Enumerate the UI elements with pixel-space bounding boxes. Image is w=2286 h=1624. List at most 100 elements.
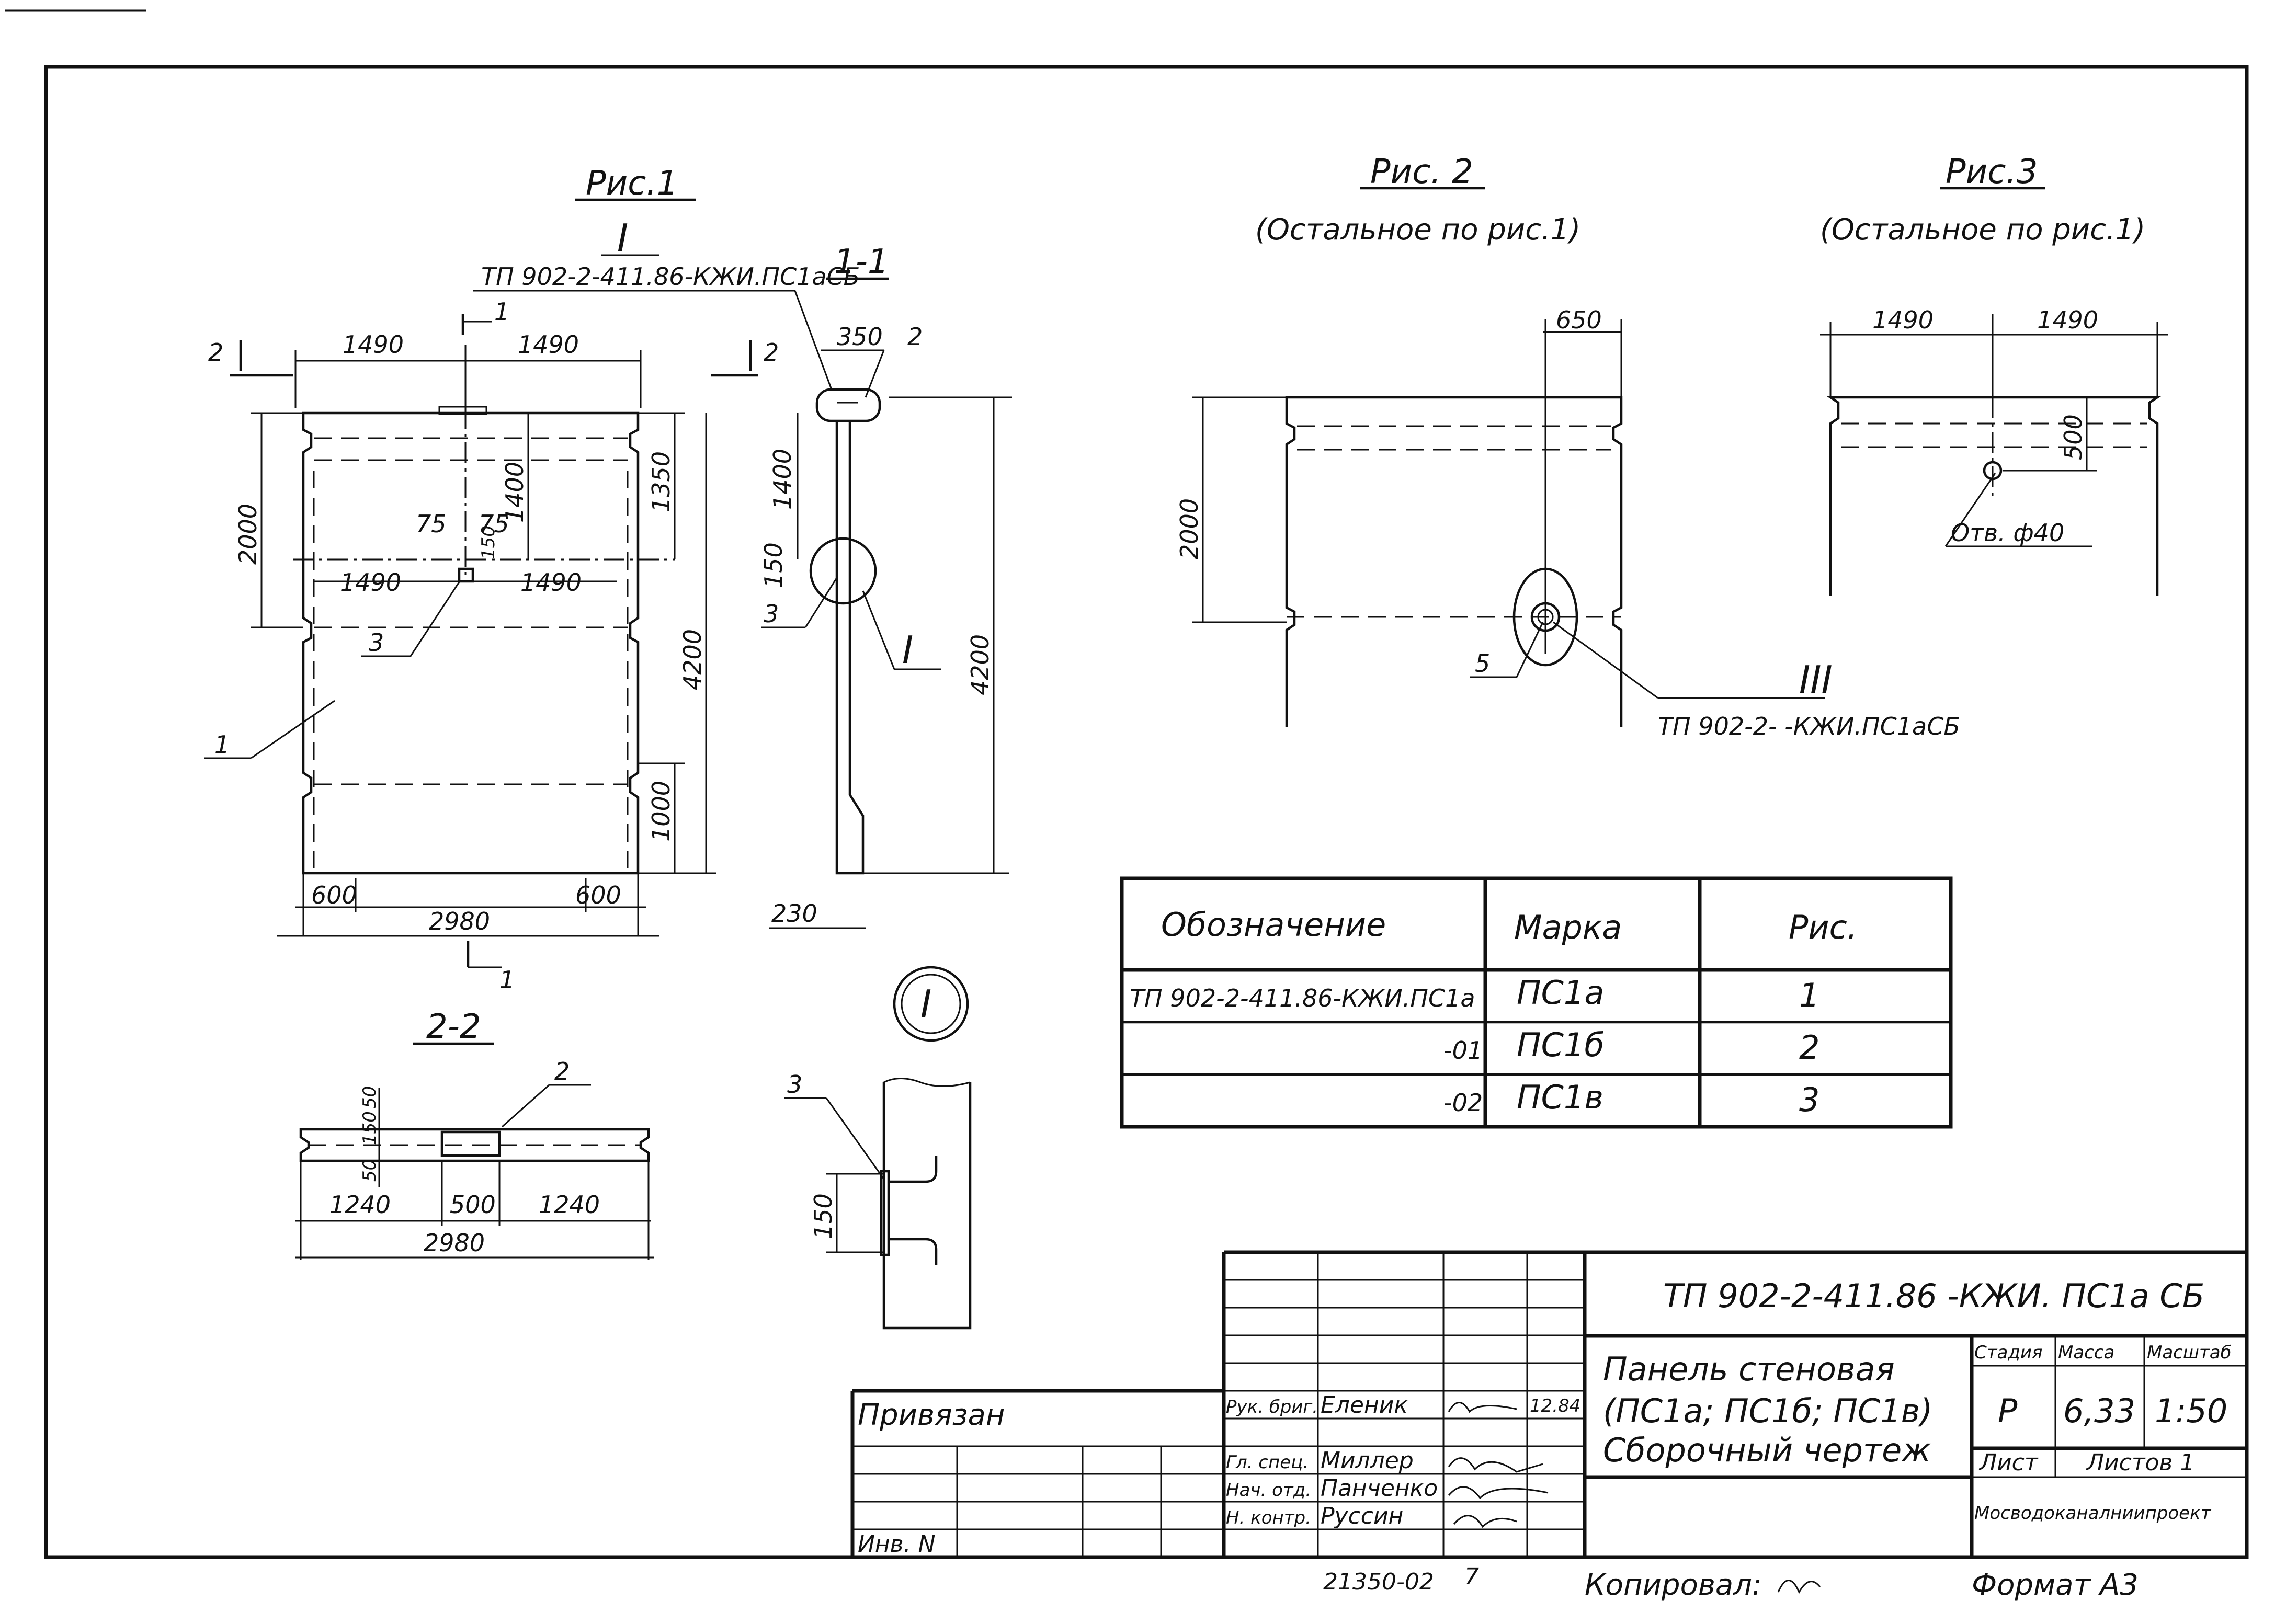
spec-row3-fig: 3 [1799,1081,1819,1119]
fig1-dim-1000: 1000 [647,781,675,842]
signature-2 [1448,1457,1543,1473]
section11-dim-1400: 1400 [768,449,797,510]
fig1-dim-75a: 75 [416,510,447,538]
fig1-dim-top-left: 1490 [343,330,404,359]
spec-row3-designation: -02 [1443,1089,1483,1117]
fig1-dim-600-left: 600 [311,881,357,909]
fig3-subtitle: (Остальное по рис.1) [1820,213,2145,247]
fig2-dim-650: 650 [1556,306,1602,334]
detail1-callout-3: 3 [787,1070,802,1099]
sig-role-4: Н. контр. [1226,1507,1311,1528]
fig1-dim-4200: 4200 [678,629,707,690]
fig3-dim-500: 500 [2059,414,2087,460]
fig1-cut2-right: 2 [764,338,779,367]
sheet-footer: 21350-02 7 Копировал: Формат А3 [1323,1563,2139,1602]
spec-header-fig: Рис. [1789,908,1857,946]
title-scale-header: Масштаб [2147,1342,2232,1363]
title-mass-header: Масса [2058,1342,2114,1363]
fig3-panel-outline [1826,396,2162,596]
spec-row1-fig: 1 [1799,976,1819,1014]
fig3-dim-right: 1490 [2037,306,2098,334]
fig1-dim-600-right: 600 [575,881,621,909]
section11-dim-150: 150 [759,542,788,588]
section22-callout-2: 2 [554,1057,570,1085]
title-bound-label: Привязан [858,1398,1005,1432]
sig-role-3: Нач. отд. [1226,1480,1311,1501]
spec-row2-mark: ПС1б [1517,1026,1605,1064]
copied-signature [1777,1580,1821,1594]
fig2-dim-2000: 2000 [1175,498,1203,559]
fig1-section-mark: I [617,216,628,260]
spec-header-designation: Обозначение [1161,906,1386,944]
spec-table: Обозначение Марка Рис. ТП 902-2-411.86-К… [1120,876,1953,1129]
signature-4 [1453,1515,1517,1528]
fig1-dim-2000: 2000 [234,504,262,565]
spec-row3-mark: ПС1в [1517,1078,1603,1116]
title-sheets-label: Листов 1 [2086,1449,2194,1476]
detail-1: I 3 150 [784,966,972,1330]
section-2-2: 2-2 2 50 150 50 1240 500 1240 2980 [295,1008,654,1260]
section11-title: 1-1 [834,243,889,281]
fig2-subtitle: (Остальное по рис.1) [1255,213,1580,247]
detail1-dim-150: 150 [809,1193,837,1239]
title-line-2: (ПС1а; ПС1б; ПС1в) [1603,1392,1932,1430]
figure-2: Рис. 2 (Остальное по рис.1) 650 2000 5 I… [1175,153,1960,740]
section22-dim-2980: 2980 [424,1229,485,1257]
figure-3: Рис.3 (Остальное по рис.1) 1490 1490 500… [1820,153,2168,596]
fig2-section-mark: III [1799,658,1833,702]
title-line-3: Сборочный чертеж [1603,1431,1931,1469]
title-stage: Р [1998,1392,2018,1430]
title-block: Привязан Инв. N Рук. бриг. Еленик 12.84 … [850,1250,2247,1558]
fig1-dim-top-right: 1490 [518,330,579,359]
sig-date-1: 12.84 [1530,1396,1580,1416]
spec-row2-fig: 2 [1799,1028,1819,1067]
footer-sheet-no: 7 [1464,1563,1479,1590]
section22-dim-1240b: 1240 [539,1191,600,1219]
footer-inv-number: 21350-02 [1323,1569,1434,1595]
sig-name-3: Панченко [1321,1475,1438,1502]
sig-role-2: Гл. спец. [1226,1452,1309,1473]
section11-dim-350: 350 [837,323,883,351]
spec-row1-mark: ПС1а [1517,974,1604,1012]
title-stage-header: Стадия [1974,1342,2042,1363]
footer-copied-label: Копировал: [1585,1568,1762,1602]
section11-detail-mark: I [902,628,913,672]
fig2-title: Рис. 2 [1370,153,1473,191]
title-line-1: Панель стеновая [1603,1350,1895,1388]
fig1-dim-1400: 1400 [501,462,529,523]
section-1-1: 1-1 350 2 1400 150 4200 230 3 I [759,243,1012,929]
fig3-dim-left: 1490 [1872,306,1934,334]
fig1-callout-1: 1 [214,730,230,759]
sig-role-1: Рук. бриг. [1226,1397,1318,1417]
spec-row2-designation: -01 [1443,1036,1483,1065]
section22-dim-50b: 50 [359,1159,380,1182]
fig1-title: Рис.1 [586,164,678,203]
fig2-panel-outline [1285,396,1623,727]
fig1-dim-150: 150 [478,525,499,559]
section22-dim-50a: 50 [359,1086,380,1108]
fig3-title: Рис.3 [1946,153,2038,191]
fig2-callout-5: 5 [1475,649,1490,678]
fig1-cut2-left: 2 [208,338,223,367]
title-organization: Мосводоканалниипроект [1974,1503,2212,1524]
fig1-dim-mid-right: 1490 [520,568,582,597]
section11-callout-2: 2 [907,323,923,351]
fig1-panel-outline [302,411,640,875]
section22-dim-150: 150 [359,1111,380,1145]
fig3-hole-label: Отв. ф40 [1951,519,2064,547]
section22-dim-1240a: 1240 [329,1191,391,1219]
figure-1: Рис.1 I ТП 902-2-411.86-КЖИ.ПС1аСБ 1 1 2… [204,164,860,994]
section22-title: 2-2 [426,1008,481,1046]
title-inv-label: Инв. N [858,1531,936,1558]
sig-name-2: Миллер [1321,1447,1414,1474]
sig-name-4: Руссин [1321,1503,1403,1529]
fig1-cut1-top: 1 [494,298,509,326]
detail1-mark: I [920,982,931,1026]
spec-header-mark: Марка [1514,908,1622,946]
title-scale: 1:50 [2155,1392,2227,1430]
fig1-dim-75b: 75 [479,510,509,538]
title-mass: 6,33 [2063,1392,2135,1430]
sheet-frame [44,65,2249,1559]
section22-dim-500: 500 [450,1191,496,1219]
